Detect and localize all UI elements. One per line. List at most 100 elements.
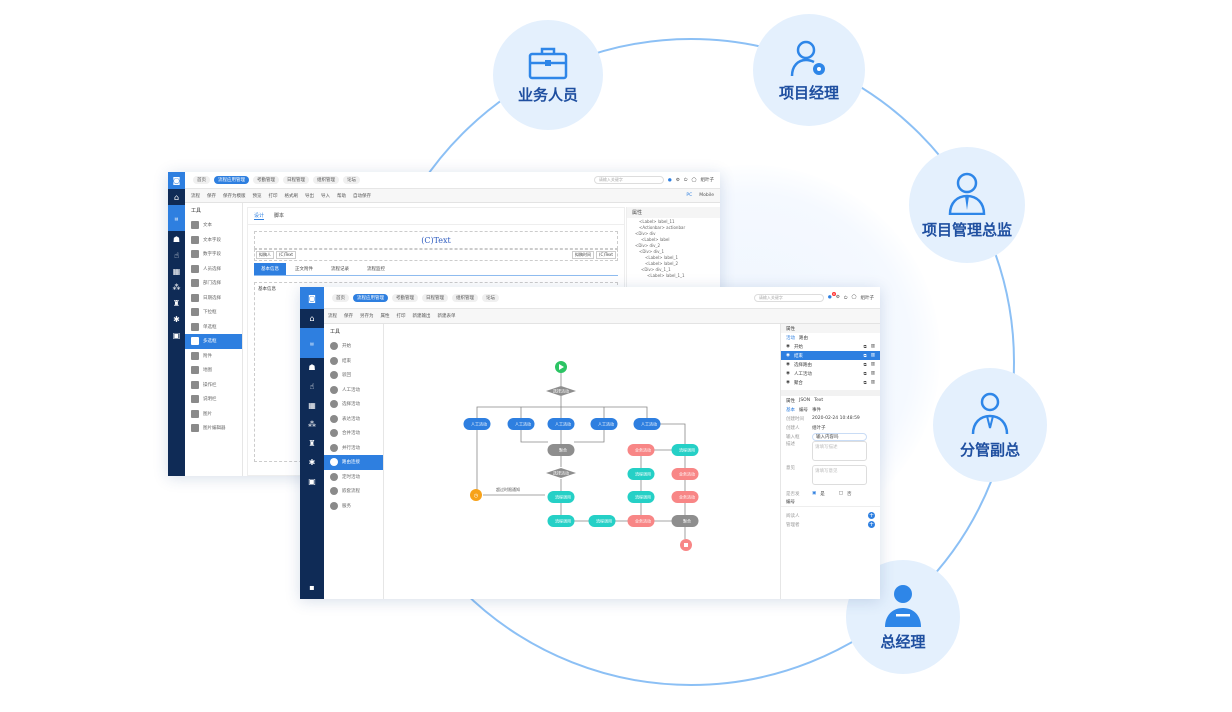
calendar-icon[interactable]: ▦ <box>308 401 316 410</box>
tool-item[interactable]: 操作栏 <box>185 378 242 393</box>
tool-item[interactable]: 服务 <box>324 499 383 514</box>
activity-item[interactable]: ◉聚合⧉▥ <box>781 378 880 387</box>
flow-timer-node[interactable]: ◷ <box>470 489 482 501</box>
tool-item[interactable]: 地图 <box>185 363 242 378</box>
flow-start-node[interactable] <box>555 361 567 373</box>
group-icon[interactable]: ♜ <box>172 298 181 308</box>
settings-icon[interactable]: ⚙ <box>675 177 680 183</box>
flow-node-call[interactable]: 流程调用 <box>547 491 575 503</box>
flow-connector[interactable] <box>660 423 686 444</box>
toolbar-new-form[interactable]: 新建表单 <box>437 314 456 319</box>
flow-node-manual[interactable]: 人工活动 <box>590 418 618 430</box>
tab-script[interactable]: 脚本 <box>274 213 285 219</box>
activity-item[interactable]: ◉人工活动⧉▥ <box>781 369 880 378</box>
add-manager-button[interactable]: + <box>868 521 875 528</box>
flow-node-merge[interactable]: 聚合 <box>671 515 699 527</box>
tool-item[interactable]: 部门选择 <box>185 276 242 291</box>
flow-node-choice[interactable]: 选择活动 <box>546 386 576 396</box>
tab-attr[interactable]: 属性 <box>786 398 795 404</box>
flow-canvas[interactable]: 选择活动选择活动人工活动人工活动人工活动人工活动人工活动聚合聚合流程调用流程调用… <box>386 324 778 599</box>
tab-text[interactable]: Text <box>814 398 824 403</box>
tool-item[interactable]: 多选框 <box>185 334 242 349</box>
tool-item[interactable]: 附件 <box>185 349 242 364</box>
tool-item[interactable]: 路由连接 <box>324 455 383 470</box>
tree-node[interactable]: <Div> div_1_1 <box>641 267 671 272</box>
tool-item[interactable]: 图片 <box>185 407 242 422</box>
tool-item[interactable]: 说明栏 <box>185 392 242 407</box>
toolbar-print[interactable]: 打印 <box>396 314 406 319</box>
flow-node-merge[interactable]: 聚合 <box>547 444 575 456</box>
settings-icon[interactable]: ⚙ <box>835 295 840 300</box>
form-tab-basic[interactable]: 基本信息 <box>254 263 286 275</box>
toolbar-flow[interactable]: 流程 <box>328 314 337 319</box>
tab-activity[interactable]: 活动 <box>786 335 795 341</box>
tab-schedule[interactable]: 日程管理 <box>283 176 309 184</box>
flow-connector[interactable] <box>520 430 548 443</box>
tab-org[interactable]: 组织管理 <box>452 293 478 302</box>
radio-yes-icon[interactable]: ▣ <box>812 491 817 496</box>
tree-node[interactable]: <Div> div_1 <box>639 249 665 254</box>
copy-icon[interactable]: ⧉ <box>863 371 867 377</box>
delete-icon[interactable]: ▥ <box>870 362 875 367</box>
hand-icon[interactable]: ☝ <box>309 382 315 391</box>
flow-connector[interactable] <box>574 430 605 443</box>
tab-attendance[interactable]: 考勤管理 <box>392 293 418 302</box>
tool-item[interactable]: 图片编辑器 <box>185 421 242 436</box>
tool-item[interactable]: 人员选择 <box>185 262 242 277</box>
tree-node[interactable]: <Div> div <box>635 231 656 236</box>
toolbar-help[interactable]: 帮助 <box>337 193 346 199</box>
toolbar-autosave[interactable]: 自动保存 <box>353 193 371 199</box>
tab-attendance[interactable]: 考勤管理 <box>253 176 279 184</box>
hand-icon[interactable]: ☝ <box>174 250 179 260</box>
search-input[interactable]: 请输入关键字 <box>753 293 824 302</box>
flow-node-biz[interactable]: 业务活动 <box>671 468 699 480</box>
calendar-icon[interactable]: ▦ <box>172 266 181 276</box>
tab-flow-apps[interactable]: 流程应用管理 <box>214 176 249 184</box>
flow-node-manual[interactable]: 人工活动 <box>463 418 491 430</box>
collapse-icon[interactable]: ▪ <box>309 582 315 592</box>
tool-item[interactable]: 结束 <box>324 354 383 369</box>
copy-icon[interactable]: ⧉ <box>863 353 867 359</box>
tab-route[interactable]: 路由 <box>799 335 808 341</box>
desc-textarea[interactable]: 请填写描述 <box>812 441 867 461</box>
toolbar-format-brush[interactable]: 格式刷 <box>284 193 299 199</box>
network-icon[interactable]: ✱ <box>173 314 180 324</box>
tool-item[interactable]: 单选框 <box>185 320 242 335</box>
tool-item[interactable]: 选择活动 <box>324 397 383 412</box>
avatar[interactable]: ◯ <box>851 295 857 300</box>
message-icon[interactable]: ●9 <box>827 292 836 300</box>
tab-forum[interactable]: 论坛 <box>343 176 360 184</box>
nav-flow-apps[interactable]: ▤ <box>168 205 185 231</box>
tool-item[interactable]: 文本 <box>185 218 242 233</box>
flow-node-biz[interactable]: 业务活动 <box>627 515 655 527</box>
flow-connector[interactable] <box>476 406 648 418</box>
home-icon[interactable]: ⌂ <box>309 314 315 323</box>
power-icon[interactable]: ⏻ <box>843 295 848 301</box>
tree-node[interactable]: <Label> label_1_1 <box>647 273 685 278</box>
tree-node[interactable]: <Label> label_2 <box>645 261 678 266</box>
flow-node-biz[interactable]: 业务活动 <box>627 444 655 456</box>
flow-node-biz[interactable]: 业务活动 <box>671 491 699 503</box>
monitor-icon[interactable]: ▣ <box>172 330 181 340</box>
radio-no-icon[interactable]: □ <box>838 491 844 496</box>
draft-time-value[interactable]: (C)Text <box>595 251 616 259</box>
tool-item[interactable]: 驳回 <box>324 368 383 383</box>
toolbar-preview[interactable]: 预览 <box>252 193 262 199</box>
name-input[interactable]: 输入内容吗 <box>812 432 867 441</box>
toolbar-save[interactable]: 保存 <box>207 193 216 199</box>
delete-icon[interactable]: ▥ <box>870 371 875 376</box>
remark-textarea[interactable]: 请填写意见 <box>812 465 867 485</box>
subtab-basic[interactable]: 基本 <box>786 407 795 413</box>
message-icon[interactable]: ● <box>667 177 672 183</box>
delete-icon[interactable]: ▥ <box>870 344 875 349</box>
delete-icon[interactable]: ▥ <box>870 380 875 385</box>
form-tab-monitor[interactable]: 流程监控 <box>367 267 385 272</box>
tool-item[interactable]: 表达活动 <box>324 412 383 427</box>
flow-node-choice[interactable]: 选择活动 <box>546 468 576 478</box>
device-mobile[interactable]: Mobile <box>699 193 714 198</box>
tab-home[interactable]: 首页 <box>193 176 210 184</box>
form-tab-records[interactable]: 流程记录 <box>331 267 349 272</box>
activity-item[interactable]: ◉选择路由⧉▥ <box>781 360 880 369</box>
toolbar-save[interactable]: 保存 <box>344 314 353 319</box>
flow-end-node[interactable] <box>680 539 692 551</box>
